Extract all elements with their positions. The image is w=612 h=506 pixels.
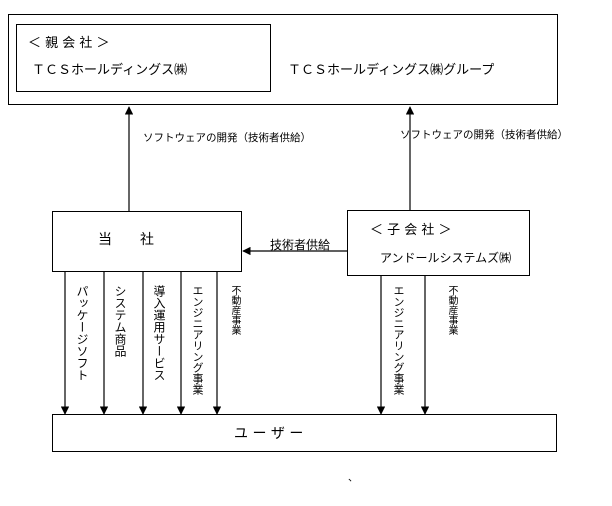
- company-label: 当 社: [98, 232, 154, 248]
- subsidiary-flow-label-real-estate: 不動産事業: [446, 285, 457, 335]
- parent-group-name: ＴＣＳホールディングス㈱グループ: [288, 63, 495, 78]
- flow-label-package-software: パッケージソフト: [75, 285, 89, 381]
- flow-label-real-estate: 不動産事業: [229, 285, 240, 335]
- parent-box-label: ＜ 親 会 社 ＞: [28, 36, 110, 51]
- subsidiary-flow-label-engineering: エンジニアリング事業: [392, 285, 405, 395]
- edge-label-supply: 技術者供給: [270, 238, 331, 252]
- parent-company-box: [16, 24, 271, 92]
- company-box: [52, 211, 242, 272]
- parent-company-name: ＴＣＳホールディングス㈱: [32, 63, 188, 78]
- subsidiary-box: [347, 210, 530, 276]
- user-label: ユ ー ザ ー: [234, 426, 304, 442]
- flow-label-system-products: システム商品: [113, 285, 127, 357]
- edge-label-right: ソフトウェアの開発（技術者供給）: [400, 129, 568, 141]
- subsidiary-name: アンドールシステムズ㈱: [380, 251, 512, 265]
- user-box: [52, 414, 557, 452]
- flow-label-engineering: エンジニアリング事業: [191, 285, 204, 395]
- flow-label-deployment-services: 導入運用サービス: [152, 285, 166, 381]
- subsidiary-box-label: ＜ 子 会 社 ＞: [370, 223, 452, 238]
- stray-mark: 、: [348, 473, 358, 484]
- edge-label-left: ソフトウェアの開発（技術者供給）: [143, 132, 311, 144]
